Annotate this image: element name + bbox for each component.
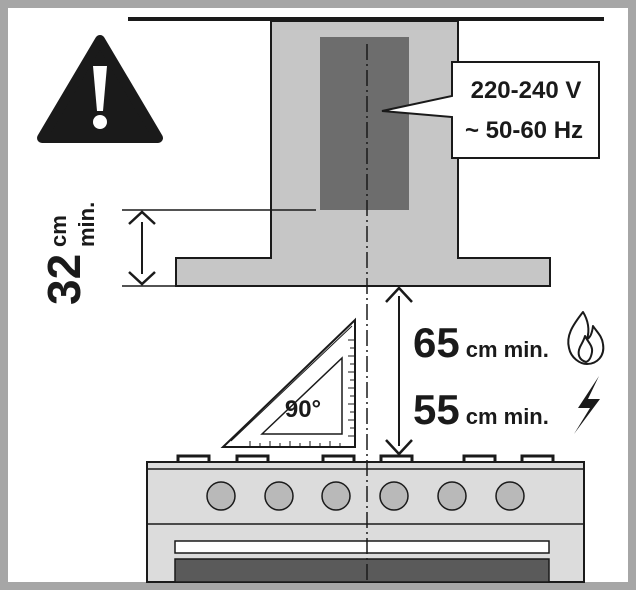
chimney-gap-unit: cm (46, 215, 71, 247)
knob (379, 481, 409, 511)
clearance-gas-value: 65 (413, 319, 460, 366)
oven-handle (174, 540, 550, 554)
clearance-gas-unit: cm min. (466, 337, 549, 362)
clearance-electric-value: 55 (413, 386, 460, 433)
chimney-gap-dimension: 32 cm min. (38, 202, 316, 305)
electrical-panel (320, 37, 409, 210)
power-callout: 220-240 V ~ 50-60 Hz (381, 61, 600, 159)
warning-icon (37, 35, 163, 143)
hood-seam (272, 255, 457, 261)
angle-label: 90° (285, 396, 321, 423)
chimney-gap-qualifier: min. (74, 202, 99, 247)
cooker (146, 454, 585, 583)
lightning-icon (574, 376, 600, 434)
burner-grates (176, 454, 555, 462)
knob (495, 481, 525, 511)
hood-canopy (175, 257, 551, 287)
chimney-gap-value: 32 (38, 254, 90, 305)
set-square: 90° (220, 317, 356, 448)
clearance-arrow (385, 286, 413, 456)
knob (321, 481, 351, 511)
control-knobs (206, 481, 525, 511)
flame-icon (567, 311, 605, 365)
clearance-electric-unit: cm min. (466, 404, 549, 429)
knob (264, 481, 294, 511)
frequency-label: ~ 50-60 Hz (465, 117, 583, 144)
knob (437, 481, 467, 511)
oven-window (174, 558, 550, 583)
knob (206, 481, 236, 511)
voltage-label: 220-240 V (471, 77, 582, 104)
